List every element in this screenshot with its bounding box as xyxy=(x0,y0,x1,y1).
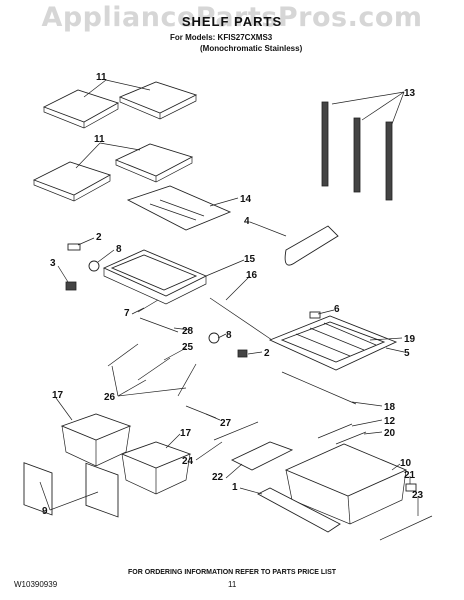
glass-shelf-11-lower-left xyxy=(32,161,112,202)
rod-16 xyxy=(209,297,273,341)
callout-10: 10 xyxy=(400,458,412,469)
clip-21 xyxy=(405,483,417,492)
callout-11-top: 11 xyxy=(96,72,107,83)
callout-27: 27 xyxy=(220,418,232,429)
callout-3: 3 xyxy=(50,258,56,269)
callout-11-lower: 11 xyxy=(94,134,105,145)
callout-17-right: 17 xyxy=(180,428,192,439)
bumper-8-left xyxy=(88,260,100,272)
rod-18 xyxy=(281,371,357,405)
model-info: For Models: KFIS27CXMS3 (Monochromatic S… xyxy=(170,32,302,54)
trim-1 xyxy=(257,487,341,533)
callout-labels: 11 11 13 14 4 2 8 3 15 16 7 28 6 19 5 8 … xyxy=(42,72,424,517)
glass-shelf-11-lower-right xyxy=(114,143,194,183)
leader-lines xyxy=(39,79,419,516)
bracket-3 xyxy=(65,281,77,291)
callout-26: 26 xyxy=(104,392,116,403)
pan-drawer-10 xyxy=(284,443,408,525)
clip-2-right xyxy=(237,349,248,358)
callout-18: 18 xyxy=(384,402,396,413)
page-title: SHELF PARTS xyxy=(181,14,283,29)
ordering-note: FOR ORDERING INFORMATION REFER TO PARTS … xyxy=(127,569,337,576)
callout-6: 6 xyxy=(334,304,340,315)
part-20 xyxy=(335,431,367,445)
callout-7: 7 xyxy=(124,308,130,319)
callout-9: 9 xyxy=(42,506,48,517)
callout-8-right: 8 xyxy=(226,330,232,341)
callout-5: 5 xyxy=(404,348,410,359)
callout-19: 19 xyxy=(404,334,416,345)
drawer-front-9-left xyxy=(23,462,53,516)
callout-2-right: 2 xyxy=(264,348,270,359)
part-12 xyxy=(317,423,353,439)
slide-24 xyxy=(213,421,259,441)
wire-shelf-5-19 xyxy=(268,315,398,371)
models-sub: (Monochromatic Stainless) xyxy=(200,44,303,53)
page-number: 11 xyxy=(228,580,237,589)
callout-4: 4 xyxy=(244,216,250,227)
door-guard-4 xyxy=(284,225,339,266)
rail-23 xyxy=(379,515,433,541)
callout-20: 20 xyxy=(384,428,396,439)
callout-24: 24 xyxy=(182,456,194,467)
callout-23: 23 xyxy=(412,490,424,501)
callout-2-left: 2 xyxy=(96,232,102,243)
callout-14: 14 xyxy=(240,194,252,205)
callout-15: 15 xyxy=(244,254,256,265)
crisper-drawer-17-right xyxy=(120,441,192,495)
callout-17-left: 17 xyxy=(52,390,64,401)
callout-12: 12 xyxy=(384,416,396,427)
callout-28: 28 xyxy=(182,326,194,337)
screw-7 xyxy=(137,299,159,313)
watermark: AppliancePartsPros.com xyxy=(41,2,423,33)
clip-2-left xyxy=(67,243,81,251)
crisper-drawer-17-left xyxy=(60,413,132,467)
crisper-cover-frame-15 xyxy=(102,249,208,305)
drawer-front-9-right xyxy=(85,462,119,518)
callout-8-left: 8 xyxy=(116,244,122,255)
glass-shelf-11-top-left xyxy=(42,89,120,129)
callout-1: 1 xyxy=(232,482,238,493)
bracket-22 xyxy=(230,441,294,471)
models-line: For Models: KFIS27CXMS3 xyxy=(170,33,273,42)
shelf-rails-13 xyxy=(321,101,393,201)
bumper-8-right xyxy=(208,332,220,344)
callout-21: 21 xyxy=(404,470,416,481)
callout-13: 13 xyxy=(404,88,416,99)
glass-panel-14 xyxy=(126,185,232,231)
clip-6 xyxy=(309,311,321,319)
slide-rails-25-26 xyxy=(107,343,197,397)
callout-25: 25 xyxy=(182,342,194,353)
callout-22: 22 xyxy=(212,472,224,483)
rod-28 xyxy=(139,317,179,333)
document-number: W10390939 xyxy=(14,580,58,589)
callout-16: 16 xyxy=(246,270,258,281)
glass-shelf-11-top-right xyxy=(118,81,198,120)
